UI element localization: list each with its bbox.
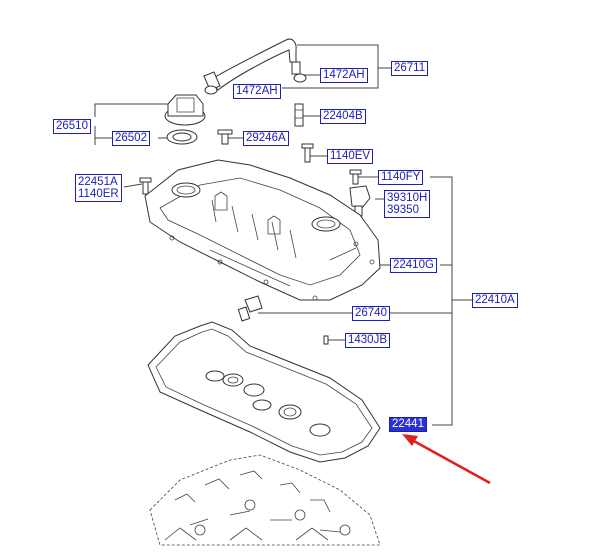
highlight-arrow xyxy=(402,434,491,485)
part-label-1430jb[interactable]: 1430JB xyxy=(345,333,391,348)
plug-1430jb xyxy=(323,335,329,345)
oil-filler-cap xyxy=(164,94,206,145)
part-label-22451a: 22451A xyxy=(78,176,118,188)
pcv-valve xyxy=(294,103,304,127)
part-label-1472ah-hose[interactable]: 1472AH xyxy=(320,68,368,83)
part-label-22441[interactable]: 22441 xyxy=(389,417,427,432)
part-label-1140ev[interactable]: 1140EV xyxy=(327,149,374,164)
part-label-22410a[interactable]: 22410A xyxy=(472,293,518,308)
part-label-22404b[interactable]: 22404B xyxy=(320,109,366,124)
part-label-1472ah-clamp[interactable]: 1472AH xyxy=(233,84,281,99)
cam-position-sensor xyxy=(349,185,371,217)
part-label-26711[interactable]: 26711 xyxy=(391,61,429,76)
breather-hose xyxy=(203,38,307,95)
bolts xyxy=(139,129,362,195)
part-label-22410g[interactable]: 22410G xyxy=(390,258,437,273)
cylinder-head-cover xyxy=(144,159,381,301)
part-label-22451a-1140er[interactable]: 22451A 1140ER xyxy=(75,174,122,202)
part-label-29246a[interactable]: 29246A xyxy=(243,131,289,146)
cylinder-head-outline xyxy=(149,454,381,546)
part-label-1140er: 1140ER xyxy=(78,188,119,200)
cover-gasket xyxy=(147,321,381,463)
part-label-26502[interactable]: 26502 xyxy=(112,131,150,146)
part-label-1140fy[interactable]: 1140FY xyxy=(378,170,424,185)
oil-pressure-switch xyxy=(237,295,263,322)
part-label-39350: 39350 xyxy=(387,204,419,216)
part-label-39310h-39350[interactable]: 39310H 39350 xyxy=(384,190,431,218)
part-label-26510[interactable]: 26510 xyxy=(53,119,91,134)
leader-lines xyxy=(94,44,472,426)
part-label-39310h: 39310H xyxy=(387,192,428,204)
part-label-26740[interactable]: 26740 xyxy=(352,306,390,321)
